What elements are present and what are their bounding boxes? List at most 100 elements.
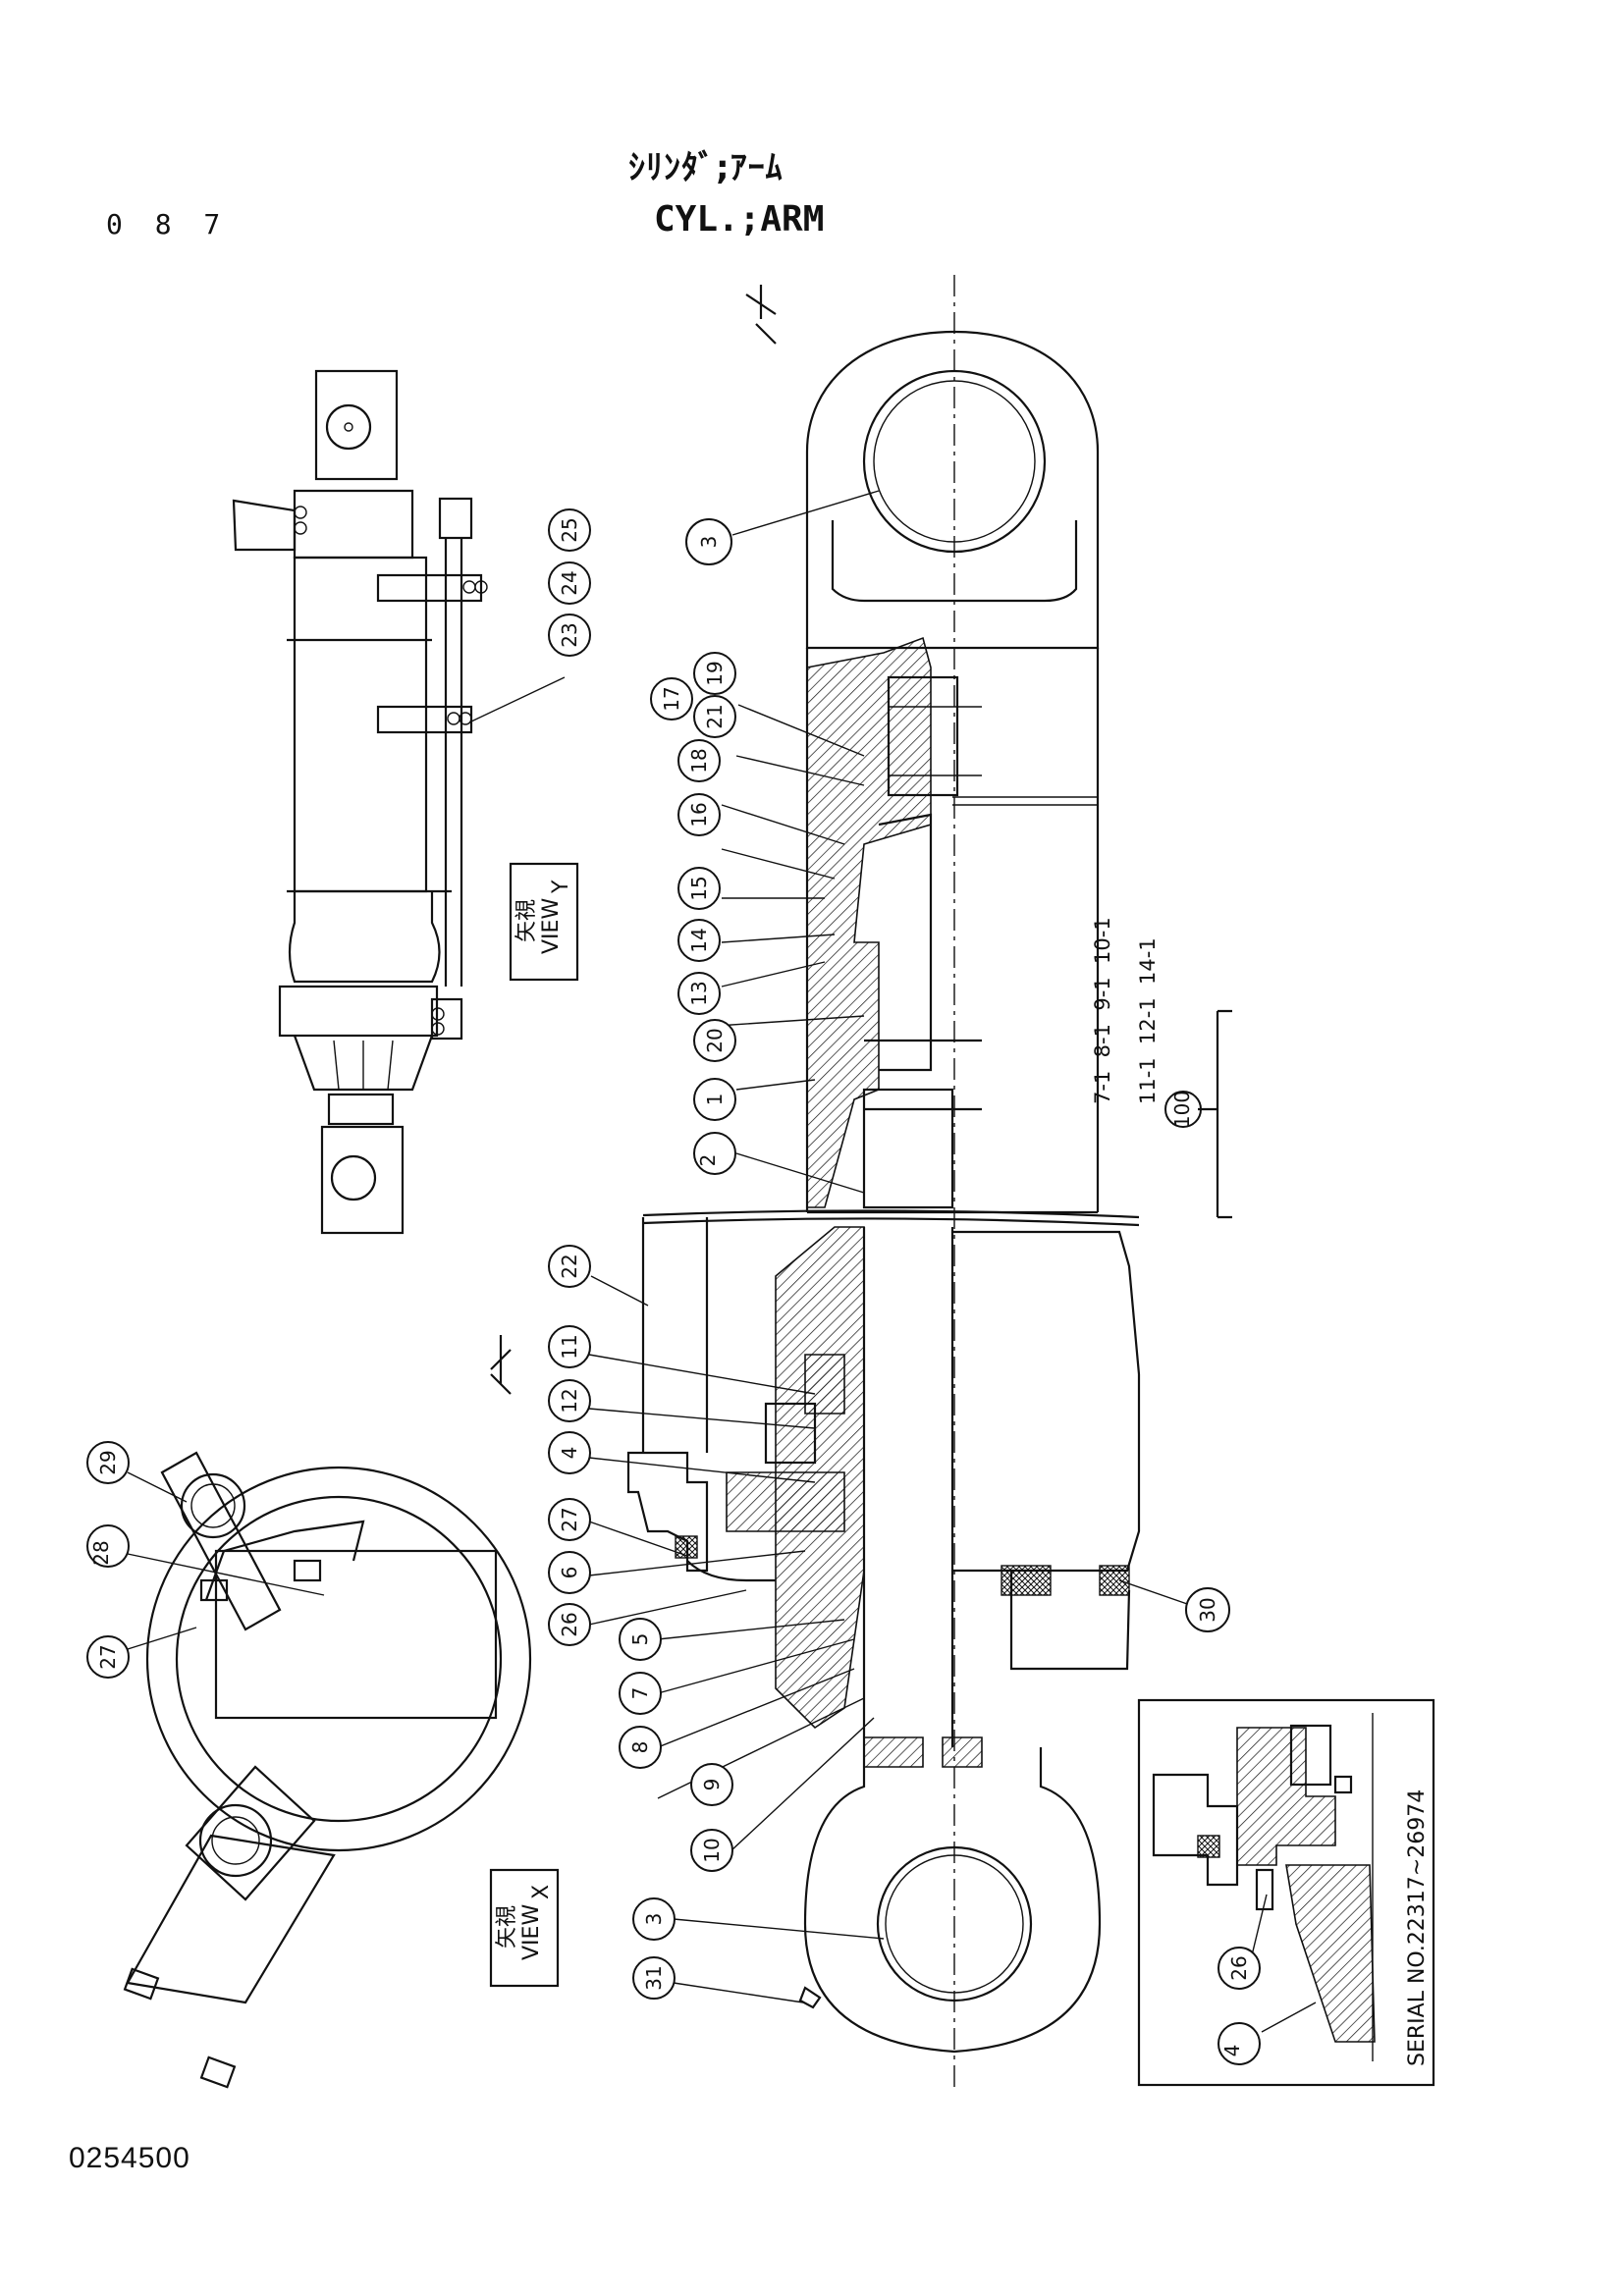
balloon-21: 21 (693, 695, 736, 738)
view-x-letter: X (529, 1885, 554, 1899)
svg-text:19: 19 (703, 661, 727, 685)
balloon-22: 22 (548, 1245, 591, 1288)
balloon-29: 29 (86, 1441, 130, 1484)
svg-text:28: 28 (89, 1540, 113, 1565)
kit-row-2: 11-1 12-1 14-1 (1125, 879, 1170, 1104)
balloon-8: 8 (619, 1726, 662, 1769)
svg-text:13: 13 (687, 981, 711, 1005)
balloon-27b: 27 (86, 1635, 130, 1679)
drawing-number: 0254500 (69, 2142, 190, 2174)
balloon-18: 18 (677, 739, 721, 782)
balloon-31: 31 (632, 1956, 676, 2000)
page-number: 0 8 7 (106, 208, 229, 240)
kit-item-11: 11-1 (1136, 1057, 1160, 1104)
svg-text:26: 26 (1227, 1955, 1251, 1980)
view-y-jp: 矢視 (514, 899, 539, 942)
svg-text:10: 10 (700, 1838, 724, 1862)
balloon-9: 9 (690, 1763, 733, 1806)
svg-text:25: 25 (558, 517, 581, 542)
balloon-inset-4: 4 (1217, 2022, 1261, 2065)
svg-text:7: 7 (628, 1687, 652, 1700)
svg-text:24: 24 (558, 570, 581, 595)
balloon-7: 7 (619, 1672, 662, 1715)
svg-text:22: 22 (558, 1254, 581, 1278)
svg-text:29: 29 (96, 1450, 120, 1474)
title-japanese: ｼﾘﾝﾀﾞ;ｱｰﾑ (628, 148, 784, 187)
kit-item-8: 8-1 (1091, 1024, 1114, 1058)
leader-lines (127, 490, 1317, 2033)
kit-item-12: 12-1 (1136, 997, 1160, 1044)
balloon-3b: 3 (632, 1897, 676, 1941)
svg-text:14: 14 (687, 928, 711, 952)
balloon-19: 19 (693, 652, 736, 695)
view-x-en: VIEW (519, 1904, 544, 1960)
view-x-label: 矢視 VIEW X (489, 1868, 560, 1988)
serial-inset (1137, 1698, 1435, 2087)
svg-text:20: 20 (703, 1028, 727, 1052)
svg-text:4: 4 (558, 1447, 581, 1460)
balloon-25: 25 (548, 508, 591, 552)
view-marks (490, 285, 777, 1395)
balloon-24: 24 (548, 561, 591, 605)
svg-text:8: 8 (628, 1741, 652, 1754)
svg-text:30: 30 (1196, 1597, 1219, 1622)
svg-text:27: 27 (558, 1507, 581, 1531)
svg-text:15: 15 (687, 876, 711, 900)
view-y-letter: Y (549, 880, 573, 894)
kit-item-10: 10-1 (1091, 917, 1114, 964)
balloon-5: 5 (619, 1618, 662, 1661)
svg-text:4: 4 (1220, 2045, 1244, 2057)
balloon-inset-26: 26 (1217, 1947, 1261, 1990)
title-english: CYL.;ARM (654, 199, 825, 240)
kit-row-1: 7-1 8-1 9-1 10-1 (1080, 879, 1125, 1104)
balloon-20: 20 (693, 1019, 736, 1062)
part-balloons: 3 19 17 21 18 16 15 14 13 20 1 2 22 11 1… (86, 508, 1261, 2065)
balloon-30: 30 (1185, 1587, 1230, 1632)
svg-text:6: 6 (558, 1567, 581, 1579)
main-cylinder-section (626, 275, 1141, 2091)
balloon-28: 28 (86, 1524, 130, 1568)
view-y-drawing (232, 369, 488, 1235)
svg-text:17: 17 (660, 686, 683, 711)
svg-text:9: 9 (700, 1779, 724, 1791)
balloon-4: 4 (548, 1431, 591, 1474)
svg-text:1: 1 (703, 1094, 727, 1106)
serial-number-text: SERIAL NO.22317~26974 (1405, 1789, 1430, 2066)
svg-text:23: 23 (558, 622, 581, 647)
balloon-1: 1 (693, 1078, 736, 1121)
kit-item-7: 7-1 (1091, 1070, 1114, 1104)
svg-text:21: 21 (703, 704, 727, 728)
svg-text:2: 2 (696, 1154, 720, 1167)
balloon-3: 3 (685, 518, 732, 565)
svg-text:3: 3 (642, 1913, 666, 1926)
kit-items: 7-1 8-1 9-1 10-1 11-1 12-1 14-1 (1080, 879, 1170, 1104)
view-x-drawing (123, 1451, 532, 2089)
svg-text:31: 31 (642, 1965, 666, 1990)
svg-text:16: 16 (687, 802, 711, 827)
balloon-23: 23 (548, 614, 591, 657)
balloon-26: 26 (548, 1603, 591, 1646)
svg-text:5: 5 (628, 1633, 652, 1646)
balloon-6: 6 (548, 1551, 591, 1594)
svg-text:100: 100 (1170, 1091, 1194, 1128)
balloon-14: 14 (677, 919, 721, 962)
balloon-2: 2 (693, 1132, 736, 1175)
svg-text:27: 27 (96, 1644, 120, 1669)
svg-text:3: 3 (697, 536, 721, 549)
kit-100-group: 100 (1164, 1009, 1232, 1219)
balloon-13: 13 (677, 972, 721, 1015)
balloon-15: 15 (677, 867, 721, 910)
balloon-17: 17 (650, 677, 693, 721)
svg-text:18: 18 (687, 748, 711, 773)
view-y-en: VIEW (539, 898, 564, 954)
balloon-11: 11 (548, 1325, 591, 1368)
view-y-label: 矢視 VIEW Y (509, 862, 579, 982)
balloon-12: 12 (548, 1379, 591, 1422)
balloon-16: 16 (677, 793, 721, 836)
svg-text:11: 11 (558, 1334, 581, 1359)
svg-text:26: 26 (558, 1612, 581, 1636)
svg-text:12: 12 (558, 1388, 581, 1413)
balloon-10: 10 (690, 1829, 733, 1872)
view-x-jp: 矢視 (495, 1905, 519, 1949)
